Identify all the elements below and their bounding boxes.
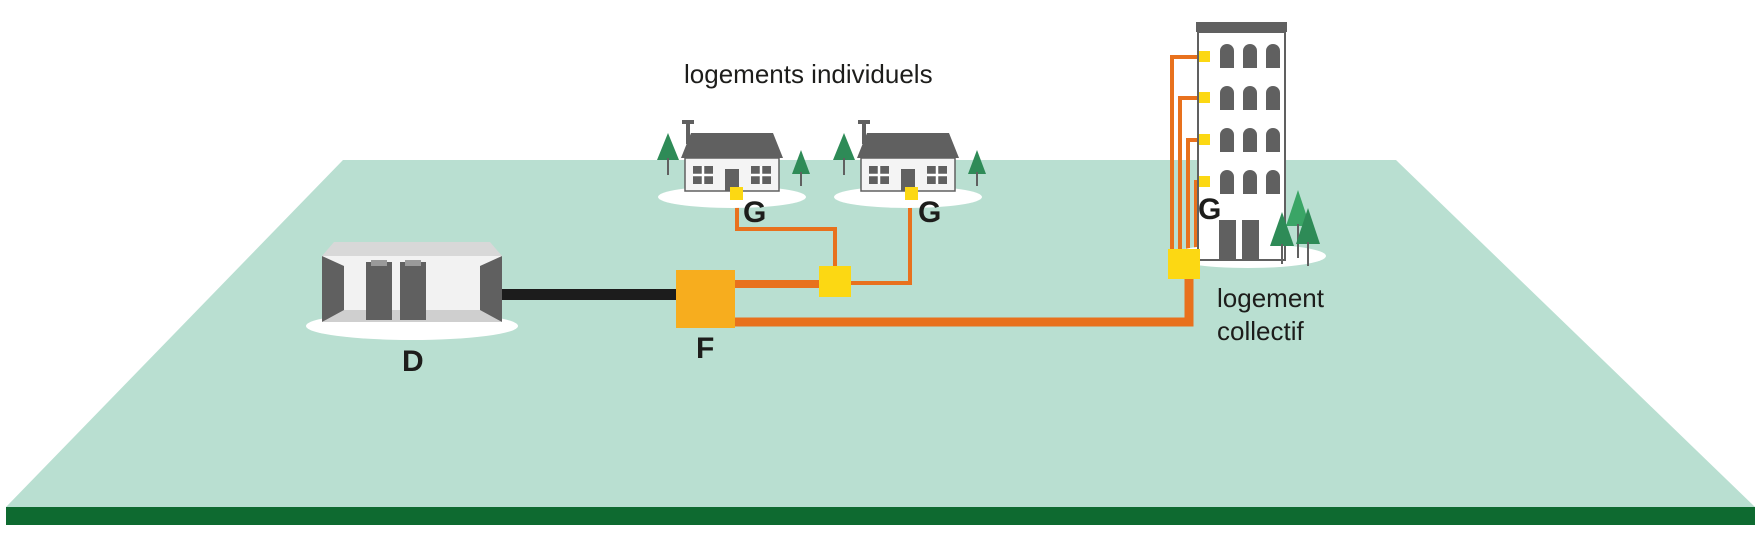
distribution-letter: D	[402, 345, 424, 378]
hub-letter: F	[696, 332, 715, 365]
building-letter: G	[1198, 193, 1222, 226]
building-window	[1243, 44, 1257, 68]
fiber-routes	[735, 55, 1202, 327]
connection-point	[1199, 51, 1210, 62]
ground-edge	[6, 507, 1755, 525]
building-window	[1220, 128, 1234, 152]
building-window	[1266, 170, 1280, 194]
building-window	[1266, 128, 1280, 152]
collective-housing-line2: collectif	[1217, 316, 1304, 346]
building-window	[1220, 44, 1234, 68]
splitter-box	[819, 266, 851, 297]
hub-box	[676, 270, 735, 328]
collective-housing-line1: logement	[1217, 283, 1324, 313]
building-window	[1220, 86, 1234, 110]
building-window	[1266, 86, 1280, 110]
individual-housing-label: logements individuels	[684, 59, 933, 89]
trunk-cable	[502, 289, 678, 300]
connection-point	[1199, 176, 1210, 187]
apartment-building-icon	[1170, 22, 1326, 268]
connection-point	[730, 187, 743, 200]
building-window	[1220, 170, 1234, 194]
connection-point	[1199, 92, 1210, 103]
building-window	[1266, 44, 1280, 68]
ground-plane	[6, 160, 1755, 507]
connection-point	[1199, 134, 1210, 145]
splitter-box	[1168, 249, 1200, 279]
building-window	[1243, 128, 1257, 152]
connection-point	[905, 187, 918, 200]
house2-letter: G	[918, 196, 942, 229]
house1-letter: G	[743, 196, 767, 229]
building-window	[1243, 86, 1257, 110]
building-window	[1243, 170, 1257, 194]
house-icon	[833, 120, 986, 208]
central-office-icon	[306, 242, 518, 340]
collective-housing-label: logement collectif	[1217, 282, 1324, 348]
